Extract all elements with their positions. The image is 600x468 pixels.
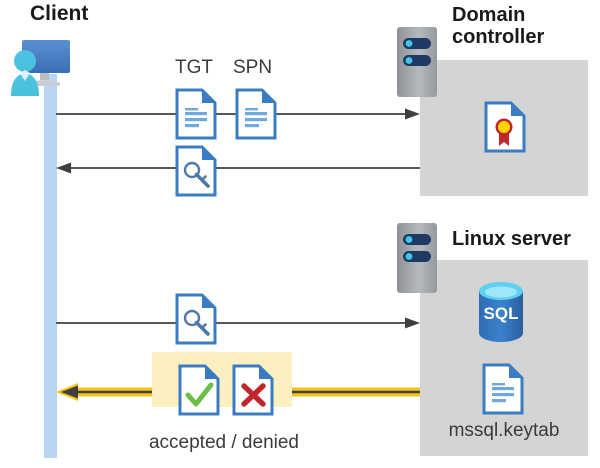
domain-controller-title: Domain controller xyxy=(452,4,545,49)
key-document-icon xyxy=(175,293,217,345)
verdict-label: accepted / denied xyxy=(148,432,299,453)
sql-text: SQL xyxy=(484,304,519,323)
server-rack-icon xyxy=(396,26,438,98)
flow-client-to-dc xyxy=(56,108,420,120)
keytab-label: mssql.keytab xyxy=(448,420,560,441)
client-lifeline xyxy=(44,74,57,458)
client-workstation-icon xyxy=(8,26,100,98)
sql-database-icon: SQL xyxy=(472,281,530,343)
server-rack-icon xyxy=(396,222,438,294)
spn-document-icon xyxy=(235,88,277,140)
flow-client-to-linux xyxy=(56,317,420,329)
tgt-document-icon xyxy=(175,88,217,140)
document-check-icon xyxy=(178,364,220,416)
flow-dc-to-client xyxy=(56,162,420,174)
keytab-document-icon xyxy=(482,363,524,415)
document-cross-icon xyxy=(232,364,274,416)
tgt-label: TGT xyxy=(175,57,213,78)
key-document-icon xyxy=(175,145,217,197)
client-title: Client xyxy=(30,2,89,25)
certificate-document-icon xyxy=(484,101,526,153)
spn-label: SPN xyxy=(233,57,273,78)
linux-server-title: Linux server xyxy=(452,228,571,250)
